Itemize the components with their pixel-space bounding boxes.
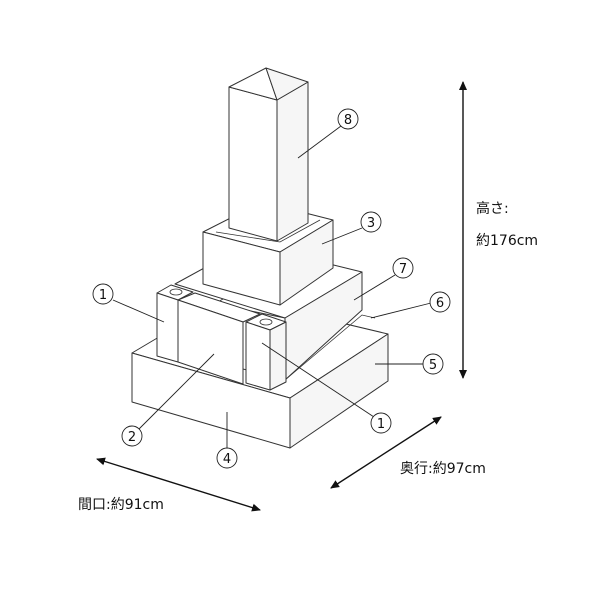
width-dimension-arrow	[96, 457, 261, 512]
svg-text:1: 1	[99, 288, 107, 303]
width-label: 間口:約91cm	[78, 497, 164, 513]
callout-1-right: 1	[370, 412, 392, 434]
callout-8: 8	[337, 108, 359, 130]
pillar-side-face	[276, 81, 309, 242]
depth-label: 奥行:約97cm	[400, 461, 486, 477]
callout-2: 2	[121, 425, 143, 447]
leader-1-left	[112, 299, 165, 323]
svg-text:1: 1	[377, 417, 385, 432]
svg-text:8: 8	[344, 113, 352, 128]
callout-6: 6	[429, 291, 451, 313]
pedestal-side-face	[279, 219, 334, 306]
right-post-side	[269, 321, 287, 391]
leader-3	[321, 227, 363, 245]
callout-5: 5	[422, 353, 444, 375]
callout-3: 3	[360, 211, 382, 233]
svg-text:2: 2	[128, 430, 136, 445]
left-post-front	[156, 292, 179, 363]
svg-text:7: 7	[399, 262, 407, 277]
callout-7: 7	[392, 257, 414, 279]
right-post-hole	[259, 318, 273, 326]
svg-text:6: 6	[436, 296, 444, 311]
height-label: 高さ:	[476, 201, 509, 217]
leader-lines	[112, 125, 432, 448]
left-post	[156, 284, 194, 363]
right-post	[245, 313, 287, 391]
left-post-hole	[169, 288, 183, 296]
svg-text:3: 3	[367, 216, 375, 231]
leader-2	[138, 353, 215, 430]
callout-4: 4	[216, 447, 238, 469]
callout-1-left: 1	[92, 283, 114, 305]
svg-text:5: 5	[429, 358, 437, 373]
base-side-face	[289, 333, 389, 449]
leader-6	[370, 302, 432, 319]
leader-8	[297, 125, 342, 159]
main-pillar	[228, 67, 309, 242]
height-value: 約176cm	[476, 233, 539, 249]
svg-text:4: 4	[223, 452, 231, 467]
leader-1-right	[261, 342, 375, 418]
right-post-front	[245, 321, 271, 391]
depth-dimension-arrow	[330, 416, 442, 489]
middle-lower-edge	[284, 314, 376, 381]
leader-7	[353, 274, 396, 301]
central-box	[177, 292, 261, 385]
pillar-cap-side	[265, 67, 309, 101]
pedestal-chamfer	[215, 219, 321, 243]
pillar-front-face	[228, 86, 278, 242]
